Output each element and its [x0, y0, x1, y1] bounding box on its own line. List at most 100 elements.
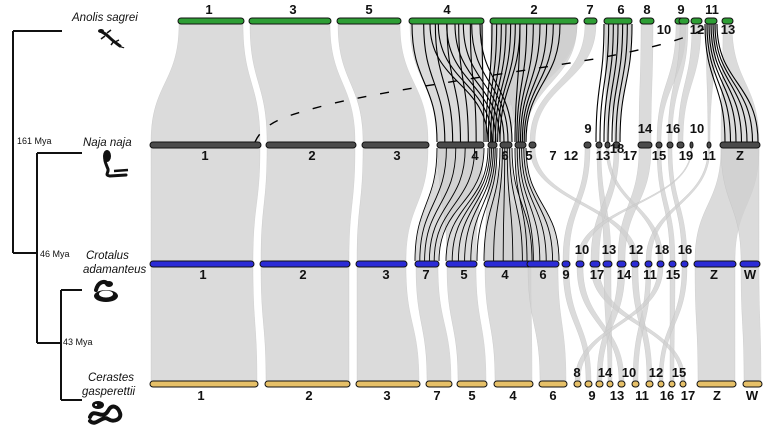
- chr-label-crotalus-12: 12: [629, 242, 643, 257]
- chromosome-bars: [149, 17, 763, 388]
- chr-label-naja-11: 11: [702, 148, 716, 163]
- highlighted-link: [518, 23, 534, 143]
- phylogenetic-tree: [12, 30, 82, 401]
- highlighted-link: [469, 23, 477, 143]
- chr-label-naja-5: 5: [525, 148, 532, 163]
- highlighted-link: [493, 147, 503, 262]
- chromosome-bar-crotalus-6: [526, 260, 560, 268]
- chromosome-bar-cerastes-13: [606, 380, 614, 388]
- highlighted-link: [615, 23, 628, 143]
- chromosome-bar-crotalus-18: [656, 260, 665, 268]
- chromosome-bar-crotalus-w: [739, 260, 761, 268]
- chromosome-bar-crotalus-14: [616, 260, 627, 268]
- chr-label-naja-19: 19: [679, 148, 693, 163]
- chromosome-bar-anolis-1: [177, 17, 245, 25]
- synteny-link: [260, 266, 350, 382]
- chr-label-anolis-11: 11: [705, 2, 719, 17]
- chr-label-naja-z: Z: [736, 148, 744, 163]
- highlighted-link: [433, 147, 476, 262]
- synteny-link: [150, 266, 258, 382]
- chr-label-crotalus-w: W: [744, 267, 757, 282]
- synteny-link: [260, 147, 356, 262]
- chromosome-bar-cerastes-w: [742, 380, 763, 388]
- highlighted-link: [490, 23, 502, 143]
- highlighted-link: [514, 23, 521, 143]
- highlighted-link: [471, 23, 509, 143]
- chromosome-bar-crotalus-9: [561, 260, 571, 268]
- chr-label-naja-14: 14: [638, 121, 653, 136]
- highlighted-link: [462, 23, 505, 143]
- chromosome-bar-crotalus-15: [668, 260, 677, 268]
- synteny-link: [446, 266, 487, 382]
- chr-label-crotalus-9: 9: [562, 267, 569, 282]
- chr-label-naja-9: 9: [584, 121, 591, 136]
- chr-label-cerastes-4: 4: [509, 388, 517, 403]
- highlighted-link: [716, 23, 759, 143]
- species-label-anolis: Anolis sagrei: [71, 12, 138, 24]
- chr-label-crotalus-15: 15: [666, 267, 680, 282]
- chr-label-crotalus-4: 4: [501, 267, 509, 282]
- synteny-link: [437, 147, 484, 262]
- highlighted-link: [704, 23, 726, 143]
- synteny-link: [562, 266, 592, 382]
- chromosome-bar-cerastes-2: [264, 380, 351, 388]
- synteny-link: [356, 147, 429, 262]
- chr-label-cerastes-14: 14: [598, 365, 613, 380]
- chr-label-crotalus-18: 18: [655, 242, 669, 257]
- highlighted-link: [485, 23, 493, 143]
- chr-label-anolis-4: 4: [443, 2, 451, 17]
- synteny-links-grey: [150, 23, 762, 382]
- chr-label-naja-2: 2: [308, 148, 315, 163]
- highlighted-link: [523, 23, 554, 143]
- chr-label-anolis-13: 13: [721, 22, 735, 37]
- chromosome-bar-naja-3: [361, 141, 430, 149]
- chromosome-bar-cerastes-6: [538, 380, 568, 388]
- chr-label-naja-6: 6: [501, 148, 508, 163]
- synteny-link: [337, 23, 429, 143]
- highlighted-link: [411, 23, 438, 143]
- tree-branch-root: [12, 30, 62, 254]
- chromosome-bar-crotalus-13: [602, 260, 613, 268]
- highlighted-link: [476, 147, 498, 262]
- chromosome-bar-cerastes-17: [679, 380, 687, 388]
- species-label-crotalus-2: adamanteus: [83, 264, 147, 276]
- highlighted-link: [506, 147, 514, 262]
- highlighted-link: [458, 23, 469, 143]
- chromosome-bar-cerastes-16: [657, 380, 665, 388]
- chromosome-bar-naja-z: [719, 141, 761, 149]
- chr-label-naja-7: 7: [549, 148, 556, 163]
- synteny-link: [415, 266, 452, 382]
- highlighted-link: [511, 147, 533, 262]
- highlighted-link: [516, 147, 534, 262]
- highlighted-link: [712, 23, 748, 143]
- chr-label-crotalus-13: 13: [602, 242, 616, 257]
- chromosome-bar-naja-17: [612, 141, 621, 149]
- chromosome-bar-crotalus-7: [414, 260, 440, 268]
- chr-label-crotalus-3: 3: [382, 267, 389, 282]
- synteny-link: [527, 266, 567, 382]
- chr-label-cerastes-7: 7: [433, 388, 440, 403]
- age-label-vipers: 43 Mya: [63, 337, 93, 347]
- chromosome-labels-cerastes: 1 2 3 7 5 4 6 8 9 14 13 10 11 12 16 15 1…: [197, 365, 758, 403]
- chr-label-anolis-1: 1: [205, 2, 212, 17]
- highlighted-link: [714, 23, 754, 143]
- chromosome-bar-crotalus-11: [644, 260, 653, 268]
- tree-branch-vipers: [60, 289, 82, 401]
- chr-label-crotalus-1: 1: [199, 267, 206, 282]
- synteny-link: [720, 23, 760, 143]
- chr-label-cerastes-11: 11: [635, 388, 649, 403]
- chr-label-naja-12: 12: [564, 148, 578, 163]
- chr-label-naja-16: 16: [666, 121, 680, 136]
- chromosome-bar-naja-7: [514, 141, 527, 149]
- highlighted-link: [494, 23, 512, 143]
- chr-label-cerastes-5: 5: [468, 388, 475, 403]
- highlighted-link: [519, 23, 541, 143]
- chr-label-crotalus-10: 10: [575, 242, 589, 257]
- highlighted-link: [521, 23, 548, 143]
- tree-branch-snakes: [36, 152, 82, 344]
- chr-label-anolis-10: 10: [657, 22, 671, 37]
- chr-label-cerastes-1: 1: [197, 388, 204, 403]
- highlighted-link: [429, 23, 489, 143]
- age-label-snakes: 46 Mya: [40, 249, 70, 259]
- chromosome-bar-anolis-6: [603, 17, 633, 25]
